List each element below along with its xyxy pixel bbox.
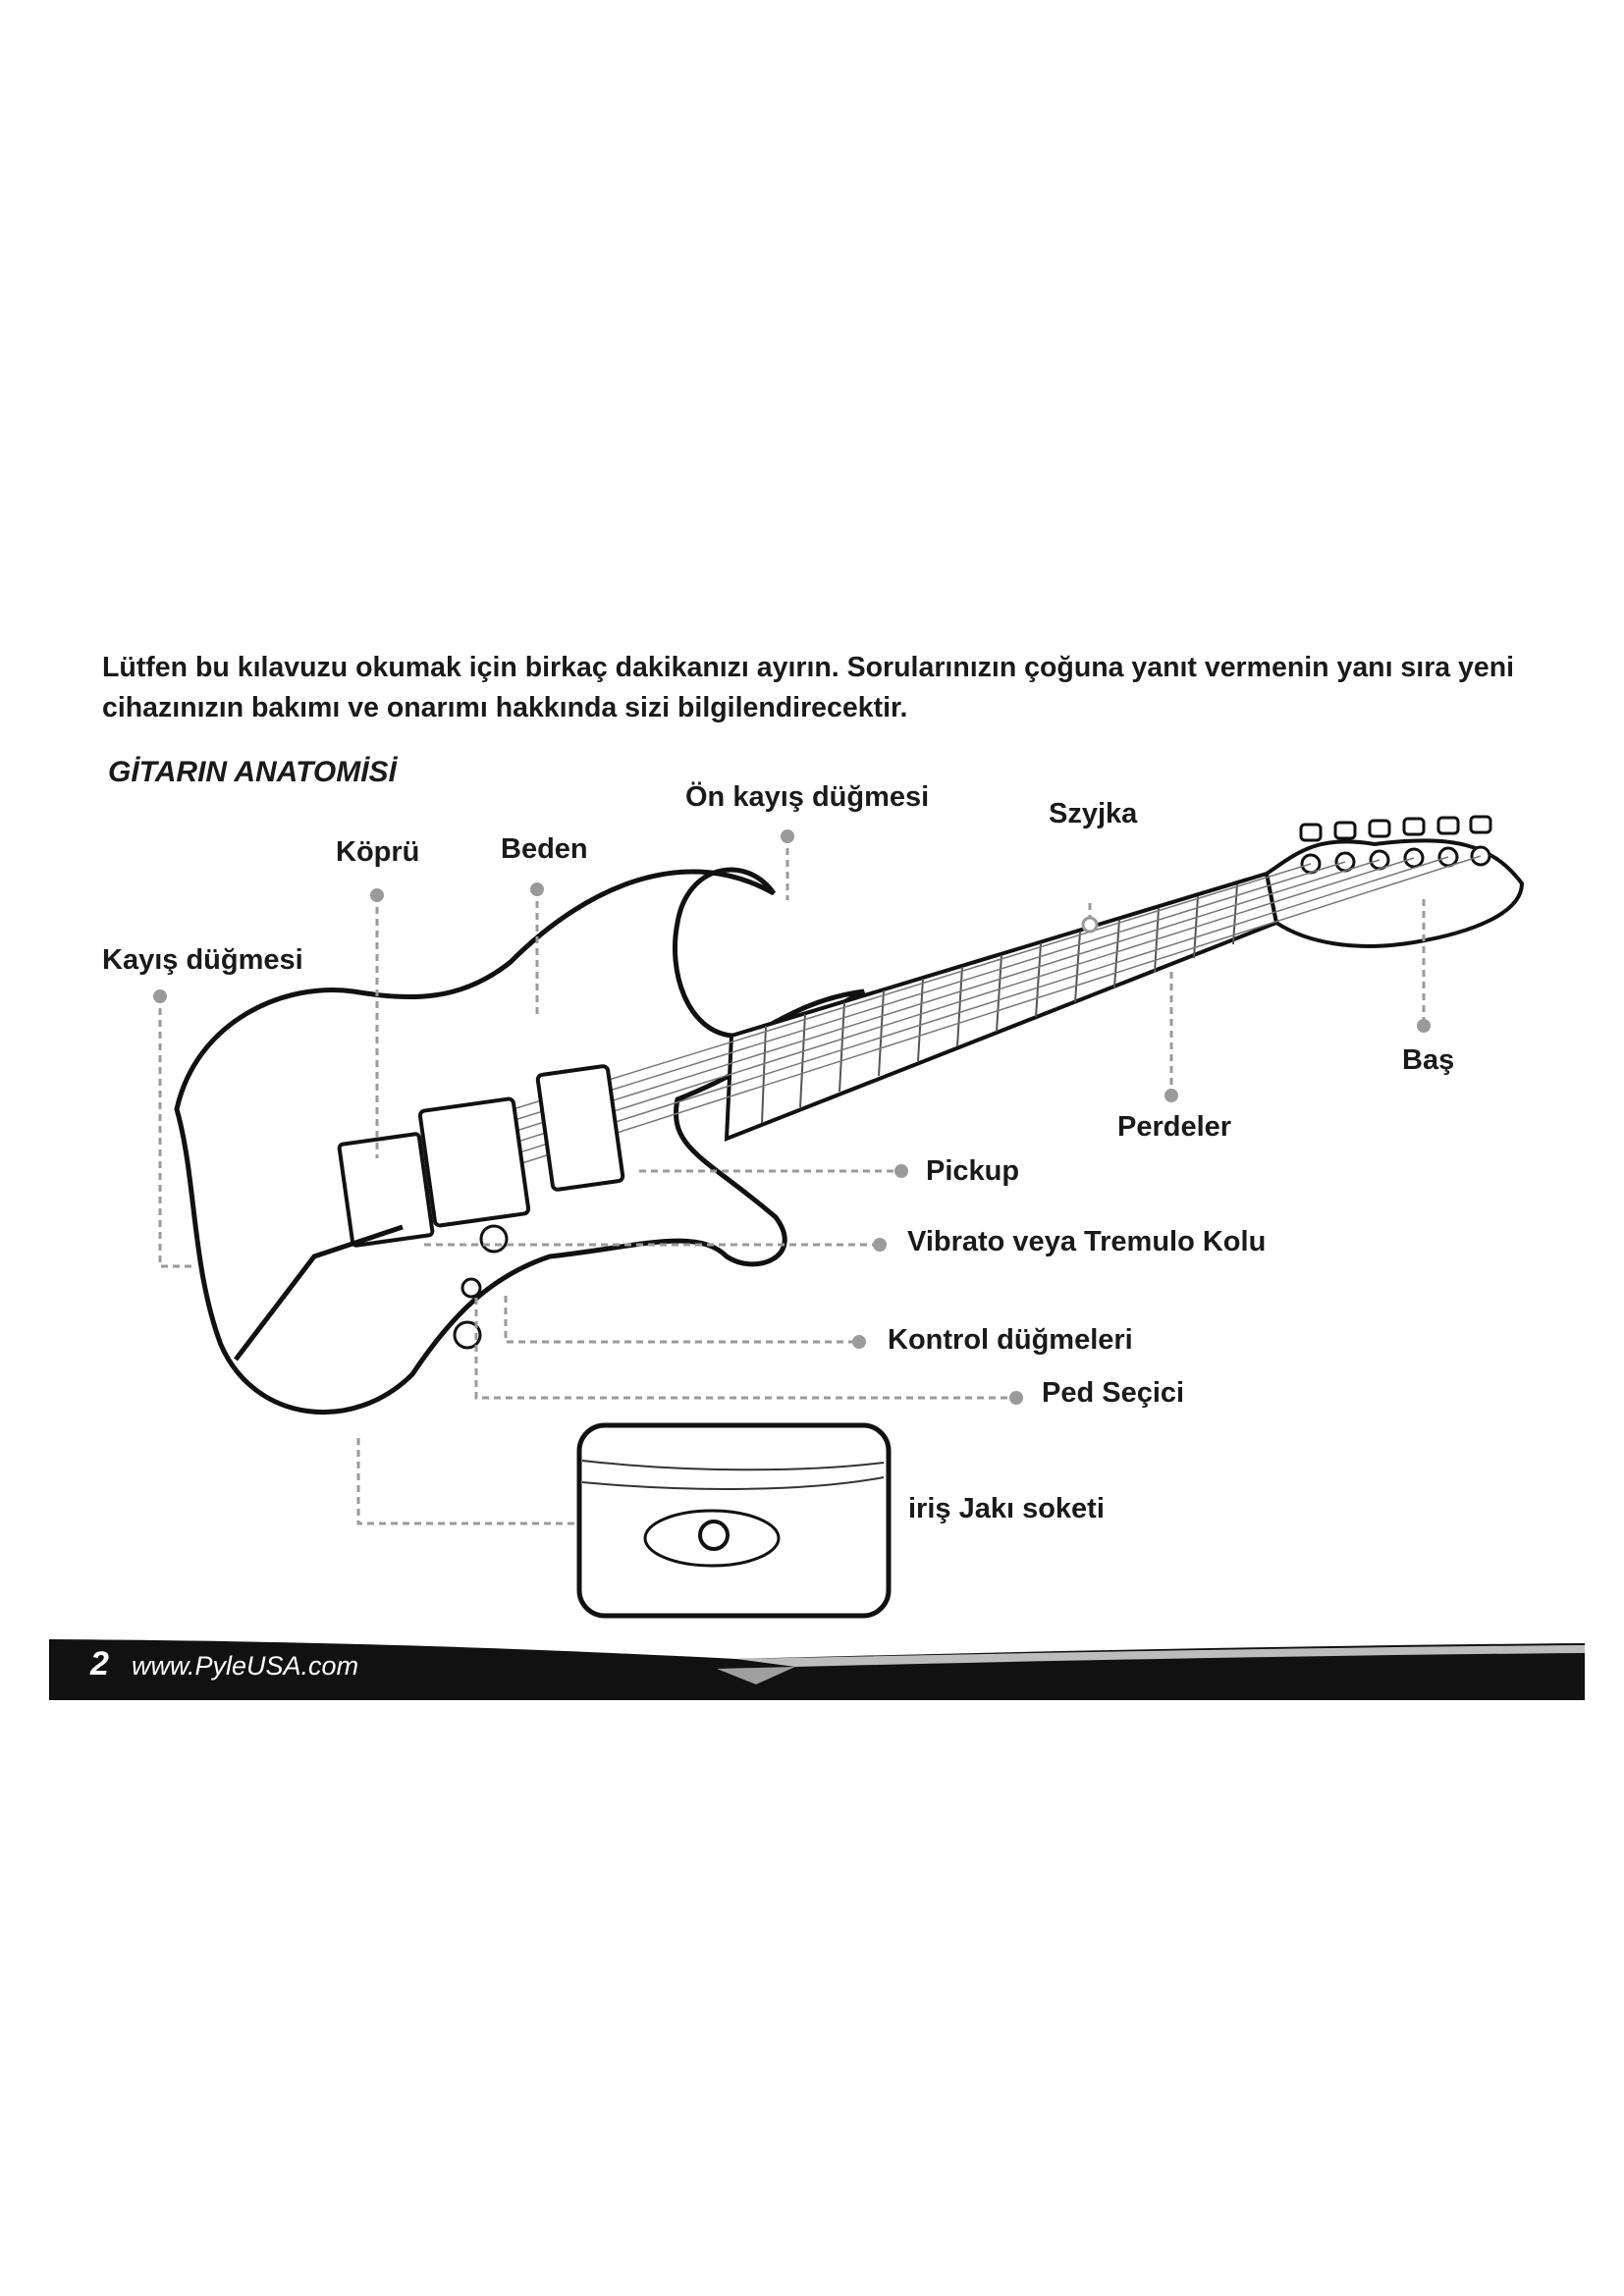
label-head: Baş bbox=[1402, 1044, 1455, 1076]
label-neck: Szyjka bbox=[1049, 798, 1138, 829]
label-body: Beden bbox=[501, 833, 588, 865]
label-controls: Kontrol düğmeleri bbox=[888, 1324, 1133, 1356]
selector-switch bbox=[460, 1277, 482, 1299]
diagram-title: GİTARIN ANATOMİSİ bbox=[108, 756, 397, 788]
callout-dots bbox=[153, 829, 1431, 1405]
label-selector: Ped Seçici bbox=[1042, 1377, 1185, 1409]
label-strap-front: Ön kayış düğmesi bbox=[685, 781, 930, 813]
control-knob-1 bbox=[479, 1224, 509, 1254]
label-vibrato: Vibrato veya Tremulo Kolu bbox=[907, 1226, 1267, 1257]
tremolo-arm bbox=[234, 1224, 404, 1362]
label-bridge: Köprü bbox=[336, 836, 420, 868]
footer-bar: 2 www.PyleUSA.com bbox=[49, 1629, 1585, 1700]
page-number: 2 bbox=[90, 1645, 109, 1682]
pickup-neck bbox=[535, 1064, 625, 1192]
footer-website: www.PyleUSA.com bbox=[132, 1651, 359, 1681]
bridge-plate bbox=[337, 1132, 435, 1248]
jack-socket bbox=[698, 1520, 730, 1551]
label-pickup: Pickup bbox=[926, 1155, 1020, 1187]
intro-paragraph: Lütfen bu kılavuzu okumak için birkaç da… bbox=[102, 652, 1515, 723]
pickup-bridge bbox=[417, 1096, 531, 1228]
label-frets: Perdeler bbox=[1117, 1111, 1232, 1143]
callout-lines bbox=[158, 836, 1426, 1525]
guitar-diagram bbox=[153, 815, 1525, 1619]
label-jack: iriş Jakı soketi bbox=[908, 1493, 1105, 1524]
label-strap: Kayış düğmesi bbox=[102, 944, 303, 976]
control-knob-2 bbox=[453, 1320, 482, 1350]
